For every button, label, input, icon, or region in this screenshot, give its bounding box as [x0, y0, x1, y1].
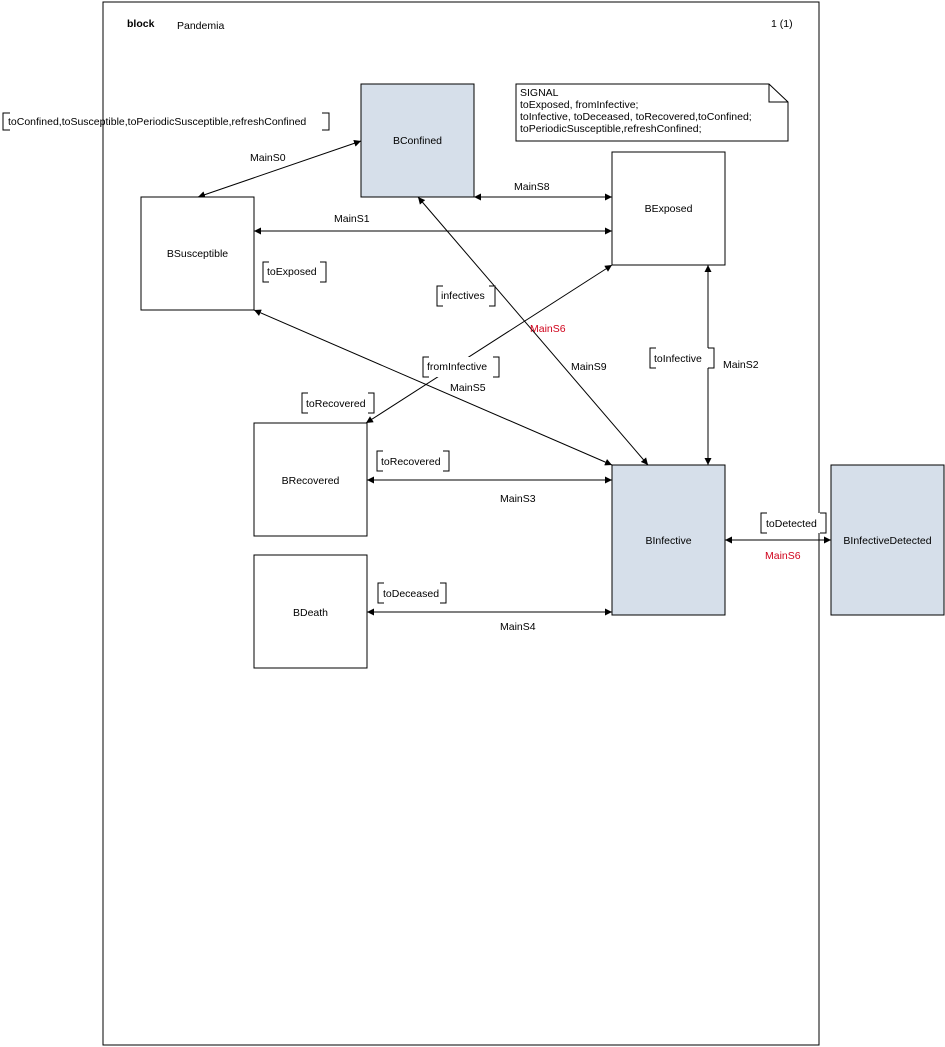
signal-list-infectives-label: infectives	[441, 290, 485, 302]
block-binfectivedetected[interactable]: BInfectiveDetected	[830, 464, 945, 616]
channel-label-s2: MainS2	[723, 359, 759, 371]
block-binfectivedetected-label: BInfectiveDetected	[843, 535, 931, 547]
signal-list-to-recovered-b: toRecovered	[376, 450, 450, 472]
channel-label-s8: MainS8	[514, 181, 550, 193]
note-line-1: SIGNAL	[520, 87, 559, 99]
signal-list-to-exposed-label: toExposed	[267, 266, 317, 278]
signal-list-from-infective: fromInfective	[422, 356, 500, 378]
note-line-2: toExposed, fromInfective;	[520, 99, 638, 111]
signal-list-to-deceased: toDeceased	[377, 582, 447, 604]
block-bdeath[interactable]: BDeath	[253, 554, 368, 669]
block-name: Pandemia	[177, 20, 224, 32]
declaration-label: toConfined,toSusceptible,toPeriodicSusce…	[8, 116, 306, 128]
page-number: 1 (1)	[771, 18, 793, 30]
note-line-3: toInfective, toDeceased, toRecovered,toC…	[520, 111, 752, 123]
block-bconfined[interactable]: BConfined	[360, 83, 475, 198]
signal-list-to-recovered-b-label: toRecovered	[381, 456, 441, 468]
channel-label-s3: MainS3	[500, 493, 536, 505]
signal-list-to-exposed: toExposed	[262, 261, 327, 283]
channel-label-s9: MainS9	[571, 361, 607, 373]
signal-note: SIGNAL toExposed, fromInfective; toInfec…	[515, 83, 789, 142]
signal-list-to-infective-label: toInfective	[654, 353, 702, 365]
note-line-4: toPeriodicSusceptible,refreshConfined;	[520, 123, 702, 135]
signal-list-to-infective: toInfective	[649, 347, 715, 369]
signal-list-to-detected: toDetected	[760, 512, 827, 534]
block-brecovered-label: BRecovered	[282, 475, 340, 487]
channel-label-s1: MainS1	[334, 213, 370, 225]
channel-line-s0	[197, 139, 362, 199]
signal-list-infectives: infectives	[436, 285, 496, 307]
block-bsusceptible-label: BSusceptible	[167, 248, 228, 260]
signal-list-to-detected-label: toDetected	[766, 518, 817, 530]
block-bconfined-label: BConfined	[393, 135, 442, 147]
block-binfective[interactable]: BInfective	[611, 464, 726, 616]
signal-list-to-deceased-label: toDeceased	[383, 588, 439, 600]
block-bdeath-label: BDeath	[293, 607, 328, 619]
channel-label-s0: MainS0	[250, 152, 286, 164]
signal-list-from-infective-label: fromInfective	[427, 361, 487, 373]
channel-label-s5: MainS5	[450, 382, 486, 394]
channel-label-s6a: MainS6	[530, 323, 566, 335]
block-bexposed[interactable]: BExposed	[611, 151, 726, 266]
block-binfective-label: BInfective	[645, 535, 691, 547]
channel-line-s5	[253, 309, 613, 466]
block-brecovered[interactable]: BRecovered	[253, 422, 368, 537]
channel-label-s4: MainS4	[500, 621, 536, 633]
signal-list-to-recovered-a-label: toRecovered	[306, 398, 366, 410]
declaration-text: toConfined,toSusceptible,toPeriodicSusce…	[2, 112, 330, 131]
block-bexposed-label: BExposed	[645, 203, 693, 215]
channel-label-s6b: MainS6	[765, 550, 801, 562]
signal-list-to-recovered-a: toRecovered	[301, 392, 375, 414]
block-keyword: block	[127, 18, 155, 30]
block-bsusceptible[interactable]: BSusceptible	[140, 196, 255, 311]
